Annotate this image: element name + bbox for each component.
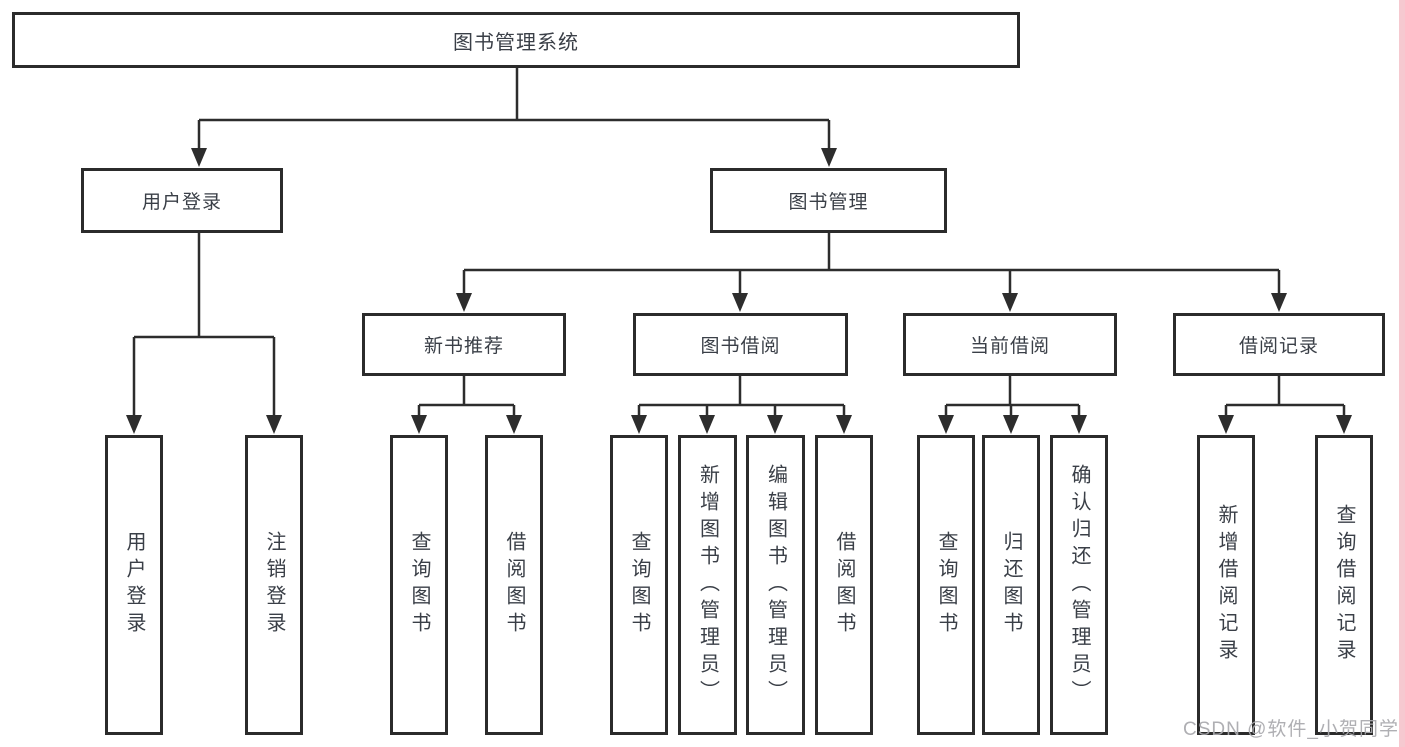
leaf-logout-login: 注销登录	[245, 435, 303, 735]
connector-borrowing-records-children	[1218, 376, 1352, 434]
node-current-borrowing: 当前借阅	[903, 313, 1117, 376]
node-user-login: 用户登录	[81, 168, 283, 233]
leaf-add-borrow-record: 新增借阅记录	[1197, 435, 1255, 735]
connector-user-login-children	[126, 233, 282, 434]
leaf-return-book: 归还图书	[982, 435, 1040, 735]
node-book-management: 图书管理	[710, 168, 947, 233]
right-edge-pink-strip	[1399, 0, 1405, 747]
leaf-add-book-admin: 新增图书（管理员）	[678, 435, 737, 735]
node-library-management-system: 图书管理系统	[12, 12, 1020, 68]
leaf-borrow-book: 借阅图书	[815, 435, 873, 735]
connector-current-borrowing-children	[938, 376, 1087, 434]
node-new-book-recommendation: 新书推荐	[362, 313, 566, 376]
leaf-query-book-borrowing: 查询图书	[610, 435, 668, 735]
leaf-query-book-recommend: 查询图书	[390, 435, 448, 735]
leaf-query-borrow-record: 查询借阅记录	[1315, 435, 1373, 735]
connector-new-book-children	[411, 376, 522, 434]
leaf-user-login: 用户登录	[105, 435, 163, 735]
watermark-text: CSDN @软件_小贺同学	[1183, 719, 1399, 740]
node-borrowing-records: 借阅记录	[1173, 313, 1385, 376]
connector-root-to-level2	[191, 68, 837, 167]
leaf-edit-book-admin: 编辑图书（管理员）	[746, 435, 805, 735]
leaf-query-book-current: 查询图书	[917, 435, 975, 735]
leaf-borrow-book-recommend: 借阅图书	[485, 435, 543, 735]
leaf-confirm-return-admin: 确认归还（管理员）	[1050, 435, 1108, 735]
node-book-borrowing: 图书借阅	[633, 313, 848, 376]
connector-book-management-children	[456, 233, 1287, 312]
connector-book-borrowing-children	[631, 376, 852, 434]
